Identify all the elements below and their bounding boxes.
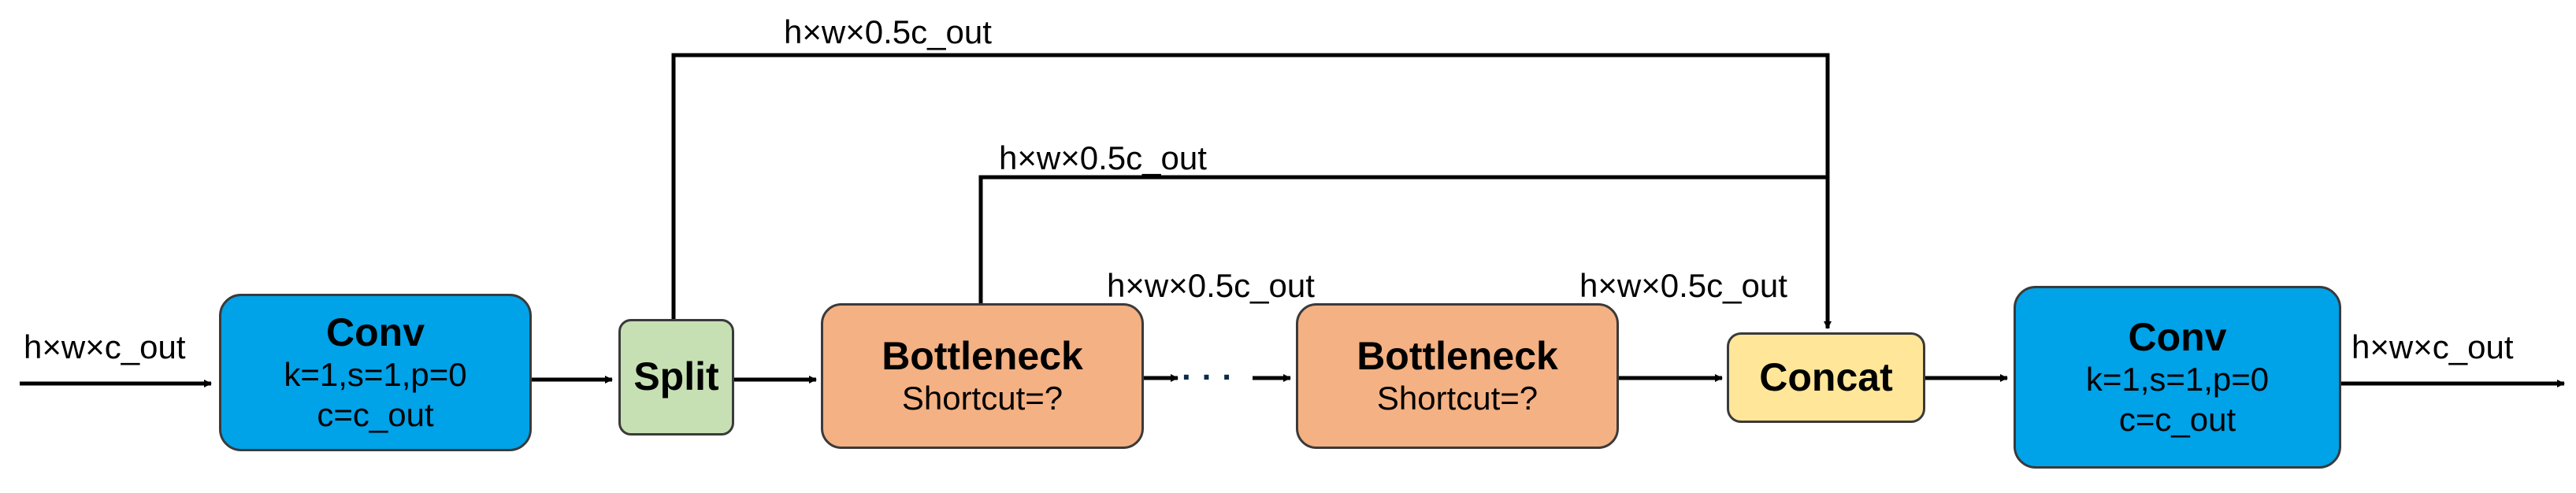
conv-output-channels: c=c_out — [2118, 400, 2236, 438]
concat-title: Concat — [1759, 354, 1893, 399]
concat-block: Concat — [1727, 332, 1925, 423]
conv-input-block: Conv k=1,s=1,p=0 c=c_out — [219, 294, 532, 451]
conv-output-title: Conv — [2128, 314, 2227, 359]
bottleneck-branch-label: h×w×0.5c_out — [999, 139, 1207, 176]
bottleneck-2-shortcut: Shortcut=? — [1376, 380, 1539, 417]
input-label: h×w×c_out — [24, 328, 186, 365]
bottleneck-1-shortcut: Shortcut=? — [901, 380, 1063, 417]
split-branch-label: h×w×0.5c_out — [784, 13, 992, 50]
bottleneck-2-title: Bottleneck — [1357, 333, 1558, 378]
conv-input-params: k=1,s=1,p=0 — [284, 356, 467, 394]
bottleneck-block-2: Bottleneck Shortcut=? — [1296, 303, 1619, 449]
bottleneck-branch-line — [978, 175, 1828, 303]
output-label: h×w×c_out — [2351, 328, 2514, 365]
conv-input-channels: c=c_out — [317, 395, 434, 433]
ellipsis: · · · — [1182, 358, 1234, 395]
conv-input-title: Conv — [326, 310, 425, 354]
bottleneck-1-title: Bottleneck — [882, 333, 1083, 378]
split-block: Split — [618, 319, 734, 436]
conv-output-block: Conv k=1,s=1,p=0 c=c_out — [2014, 286, 2341, 469]
bottleneck-block-1: Bottleneck Shortcut=? — [821, 303, 1144, 449]
conv-output-params: k=1,s=1,p=0 — [2085, 361, 2270, 398]
split-branch-line — [671, 53, 1830, 319]
between-bottlenecks-label: h×w×0.5c_out — [1107, 267, 1315, 304]
split-title: Split — [633, 354, 719, 399]
into-concat-label: h×w×0.5c_out — [1579, 267, 1787, 304]
